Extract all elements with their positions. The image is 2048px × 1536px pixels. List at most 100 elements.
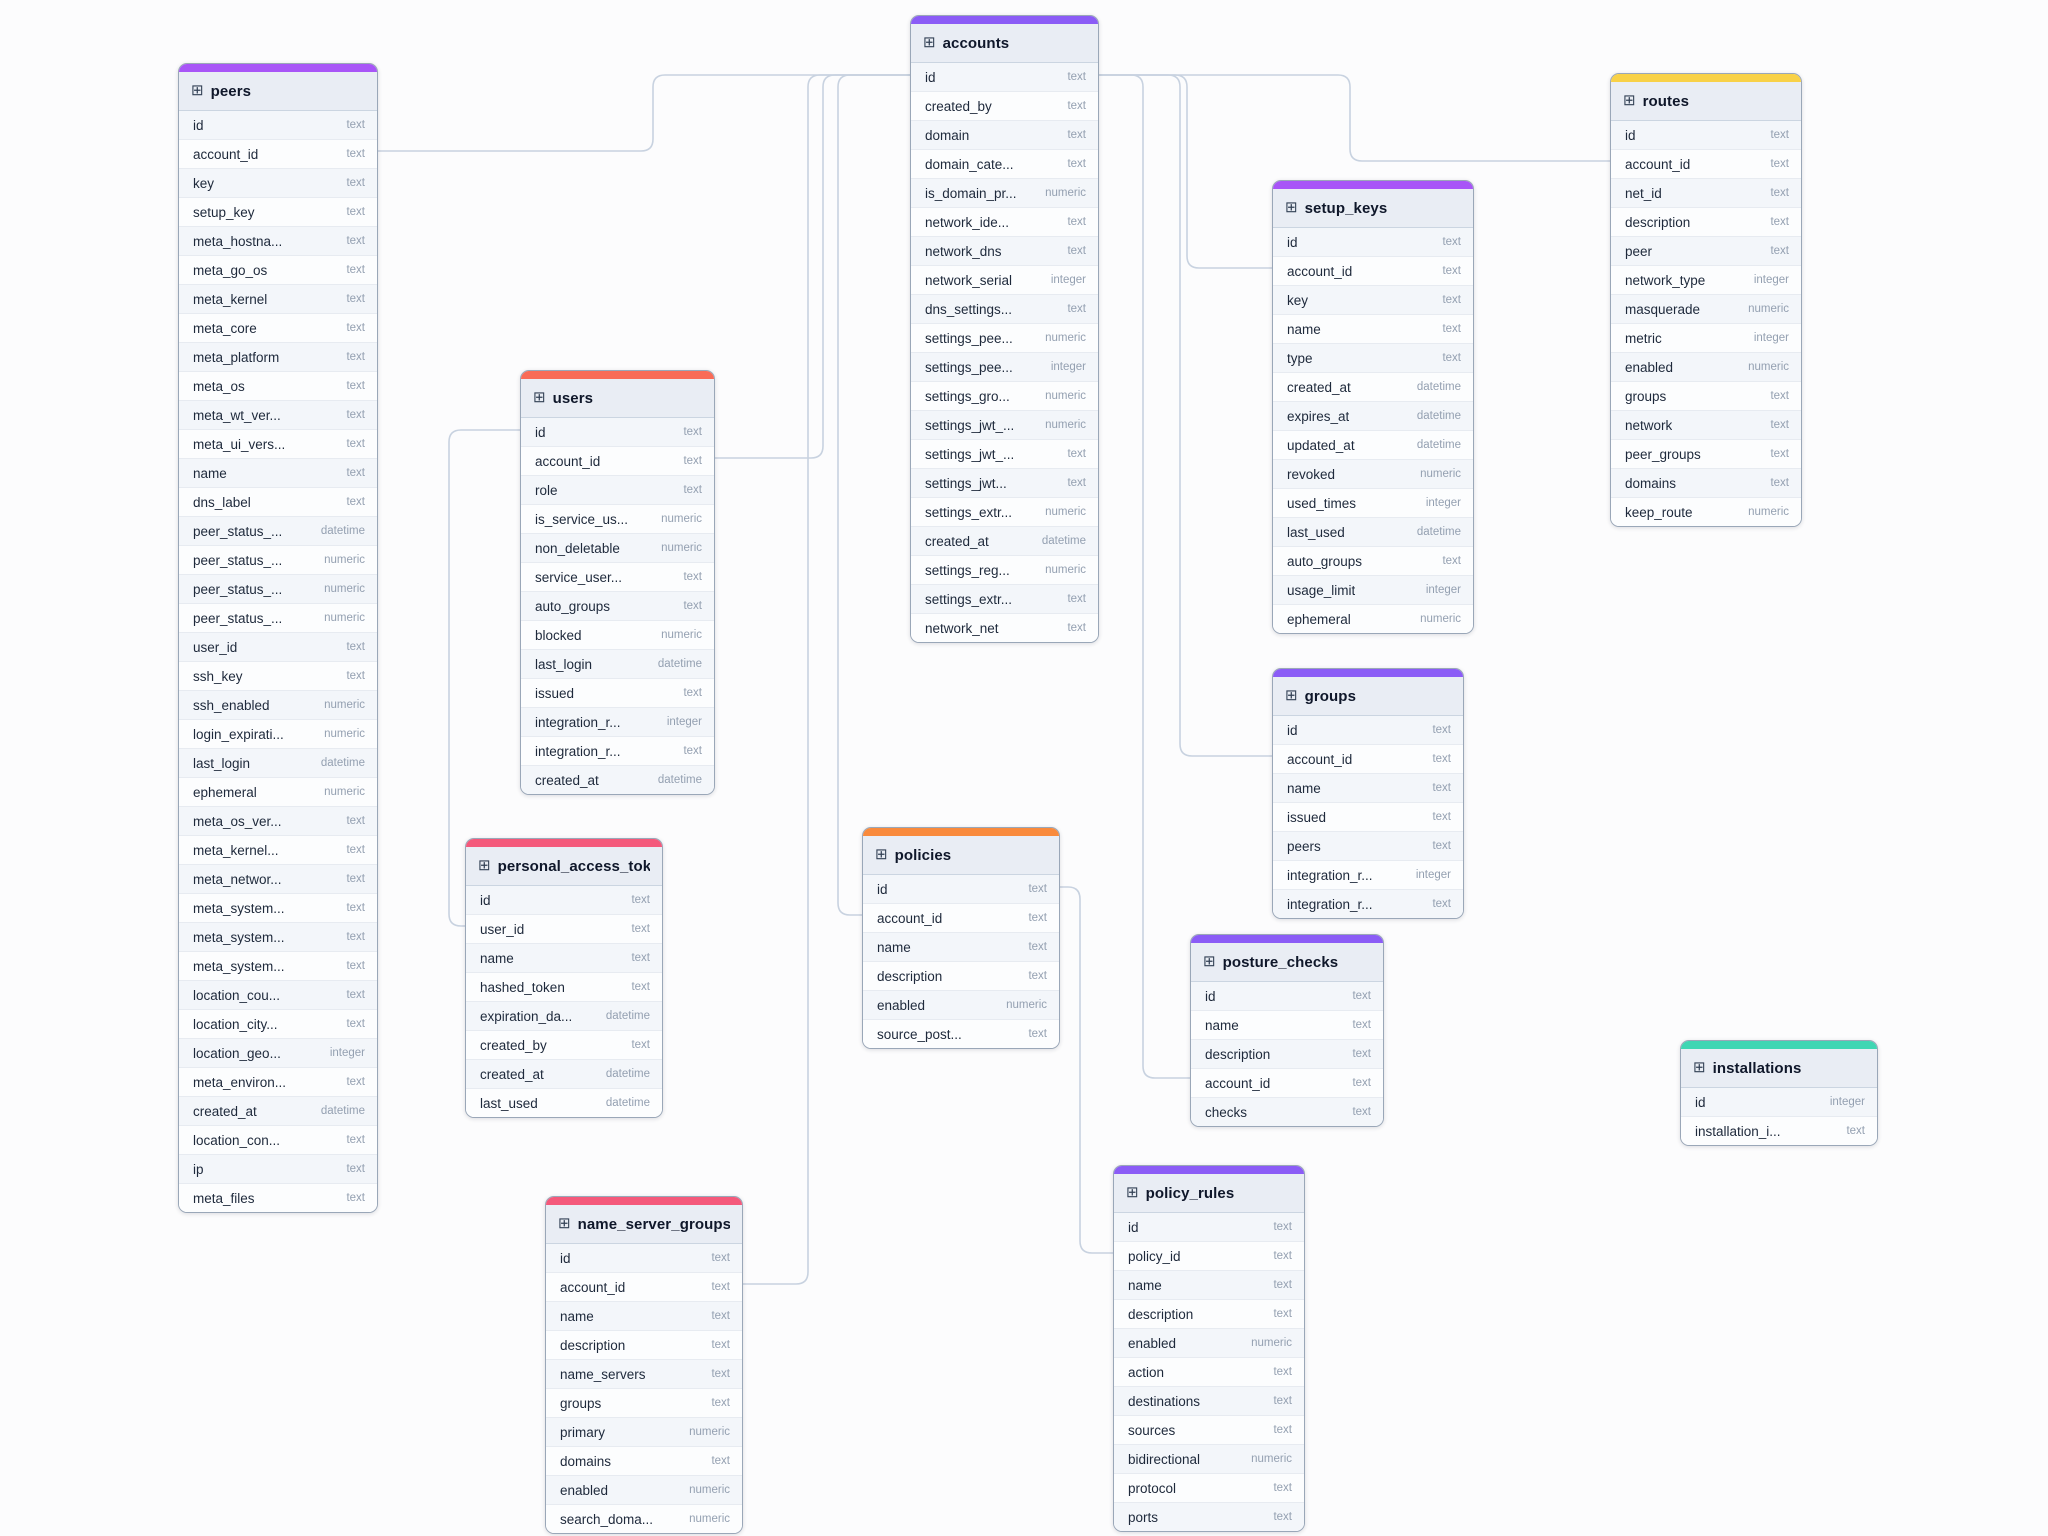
field-type: numeric [1045, 390, 1086, 402]
field-type: text [1273, 1366, 1292, 1378]
field-name: hashed_token [480, 979, 565, 995]
table-header-personal_access_tokens[interactable]: ⊞ personal_access_tokens [466, 847, 662, 886]
table-header-name_server_groups[interactable]: ⊞ name_server_groups [546, 1205, 742, 1244]
field-type: text [683, 455, 702, 467]
field-name: ip [193, 1161, 204, 1177]
table-header-accounts[interactable]: ⊞ accounts [911, 24, 1098, 63]
connector-users.account_id-accounts.id [713, 74, 910, 459]
field-name: peer_groups [1625, 446, 1701, 462]
field-name: settings_extr... [925, 504, 1013, 520]
table-header-setup_keys[interactable]: ⊞ setup_keys [1273, 189, 1473, 228]
field-name: network_type [1625, 272, 1706, 288]
table-header-groups[interactable]: ⊞ groups [1273, 677, 1463, 716]
field-type: text [1442, 265, 1461, 277]
field-type: text [1273, 1250, 1292, 1262]
field-name: name [877, 939, 911, 955]
field-name: ssh_enabled [193, 697, 270, 713]
field-type: text [346, 844, 365, 856]
field-type: text [1442, 352, 1461, 364]
table-icon: ⊞ [1203, 952, 1216, 970]
field-type: integer [1050, 274, 1086, 286]
table-header-policy_rules[interactable]: ⊞ policy_rules [1114, 1174, 1304, 1213]
field-type: numeric [1006, 999, 1047, 1011]
field-type: numeric [324, 554, 365, 566]
field-type: text [346, 293, 365, 305]
field-name: created_by [925, 98, 992, 114]
field-type: text [346, 902, 365, 914]
connector-peers.account_id-accounts.id [376, 74, 910, 152]
field-type: text [1352, 1077, 1371, 1089]
table-header-users[interactable]: ⊞ users [521, 379, 714, 418]
table-node-personal_access_tokens[interactable]: ⊞ personal_access_tokens idtextuser_idte… [465, 838, 663, 1118]
table-header-policies[interactable]: ⊞ policies [863, 836, 1059, 875]
field-row: settings_gro...numeric [911, 382, 1098, 411]
field-name: integration_r... [535, 714, 621, 730]
field-name: integration_r... [1287, 867, 1373, 883]
table-header-installations[interactable]: ⊞ installations [1681, 1049, 1877, 1088]
field-row: meta_ui_vers...text [179, 430, 377, 459]
field-name: peer_status_... [193, 523, 283, 539]
table-title: installations [1712, 1059, 1802, 1077]
field-type: text [346, 960, 365, 972]
field-name: network [1625, 417, 1673, 433]
field-type: text [346, 380, 365, 392]
field-name: ephemeral [193, 784, 257, 800]
field-name: account_id [877, 910, 943, 926]
field-name: location_geo... [193, 1045, 281, 1061]
field-name: issued [535, 685, 575, 701]
field-name: id [1287, 722, 1298, 738]
table-title: posture_checks [1222, 953, 1339, 971]
field-type: text [1432, 724, 1451, 736]
field-name: meta_os_ver... [193, 813, 282, 829]
field-name: meta_kernel [193, 291, 268, 307]
field-type: text [1770, 158, 1789, 170]
field-type: numeric [1420, 468, 1461, 480]
field-name: settings_jwt_... [925, 417, 1015, 433]
field-type: text [346, 409, 365, 421]
field-type: text [1273, 1279, 1292, 1291]
field-name: account_id [1287, 751, 1353, 767]
field-type: numeric [1045, 419, 1086, 431]
field-name: role [535, 482, 558, 498]
field-name: account_id [1287, 263, 1353, 279]
table-header-peers[interactable]: ⊞ peers [179, 72, 377, 111]
field-type: text [1442, 294, 1461, 306]
field-name: destinations [1128, 1393, 1201, 1409]
field-name: id [480, 892, 491, 908]
field-type: text [1352, 1106, 1371, 1118]
field-type: integer [1425, 584, 1461, 596]
table-header-posture_checks[interactable]: ⊞ posture_checks [1191, 943, 1383, 982]
field-type: text [1442, 323, 1461, 335]
table-header-routes[interactable]: ⊞ routes [1611, 82, 1801, 121]
table-title: peers [210, 82, 252, 100]
field-name: meta_kernel... [193, 842, 279, 858]
field-name: description [1205, 1046, 1271, 1062]
